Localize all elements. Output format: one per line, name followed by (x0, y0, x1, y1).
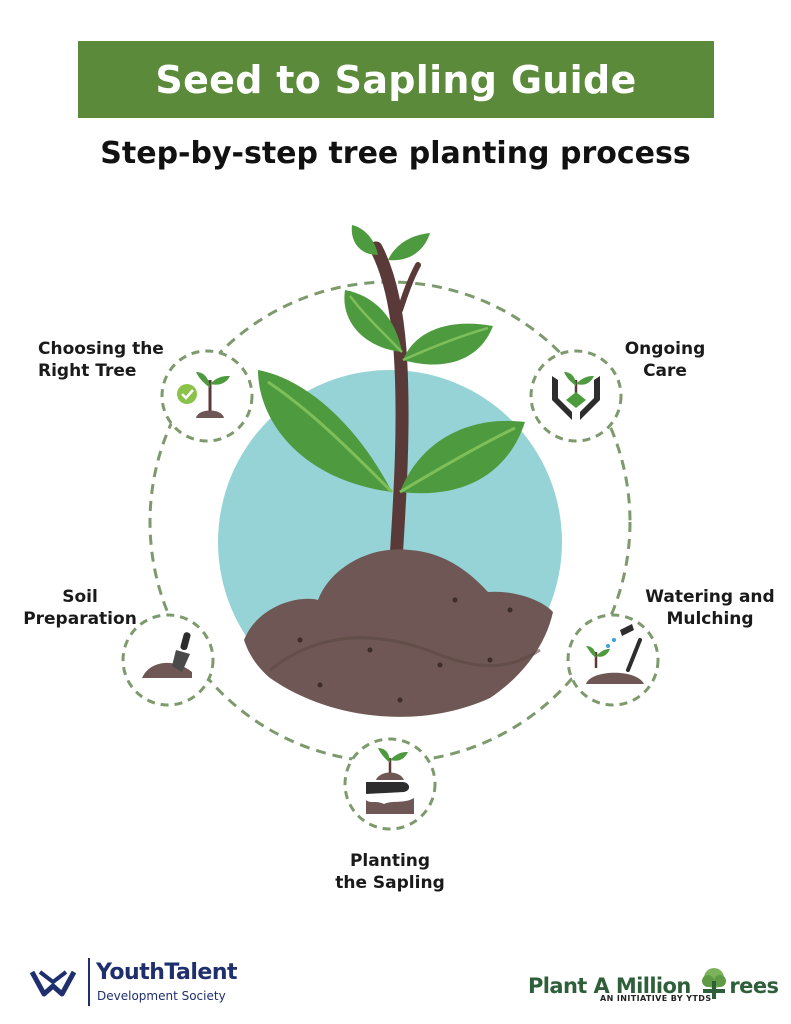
stem (369, 241, 409, 582)
leaf-mid-right (402, 323, 493, 365)
step-label-planting: Planting the Sapling (335, 851, 445, 893)
step-label-soil: Soil Preparation (23, 587, 137, 629)
leaf-top-left (351, 225, 378, 255)
leaf-top-right (388, 233, 430, 261)
hand-planting-icon (366, 748, 414, 814)
plant-a-million-trees-logo: Plant A Million rees AN INITIATIVE BY YT… (528, 955, 779, 1005)
leaf-mid-left (344, 290, 403, 353)
soil-mound (244, 549, 553, 717)
youthtalent-mark-icon (29, 970, 77, 997)
soil-specks (297, 597, 513, 703)
org-subtitle: Development Society (97, 989, 226, 1003)
campaign-name-start: Plant A Million (528, 974, 691, 998)
campaign-name-end: rees (729, 974, 779, 998)
trowel-soil-icon (142, 632, 192, 678)
youthtalent-logo: YouthTalent Development Society (28, 958, 288, 1008)
watering-mulch-icon (586, 624, 644, 684)
logo-separator (88, 958, 90, 1006)
step-node-soil (121, 613, 215, 707)
step-node-watering (566, 613, 660, 707)
planting-process-diagram: Choosing the Right Tree Soil Preparation… (0, 200, 791, 940)
diagram-graphic (121, 225, 660, 831)
step-label-watering: Watering and Mulching (645, 587, 775, 629)
sapling-check-icon (177, 372, 230, 418)
campaign-subtitle: AN INITIATIVE BY YTDS (600, 994, 712, 1003)
page-title: Seed to Sapling Guide (155, 57, 637, 102)
step-node-planting (343, 737, 437, 831)
org-name: YouthTalent (96, 960, 238, 985)
step-node-choosing (160, 349, 254, 443)
tree-t-icon (702, 968, 727, 999)
step-label-choosing: Choosing the Right Tree (38, 339, 164, 381)
leaf-lower-right (399, 420, 525, 494)
step-node-care (529, 349, 623, 443)
campaign-name: Plant A Million rees (528, 967, 779, 1001)
leaf-lower-left (258, 370, 394, 494)
hands-plant-icon (552, 372, 600, 420)
central-illustration (218, 225, 562, 717)
title-banner: Seed to Sapling Guide (78, 41, 714, 118)
step-label-care: Ongoing Care (624, 339, 706, 381)
page-subtitle: Step-by-step tree planting process (100, 136, 691, 171)
